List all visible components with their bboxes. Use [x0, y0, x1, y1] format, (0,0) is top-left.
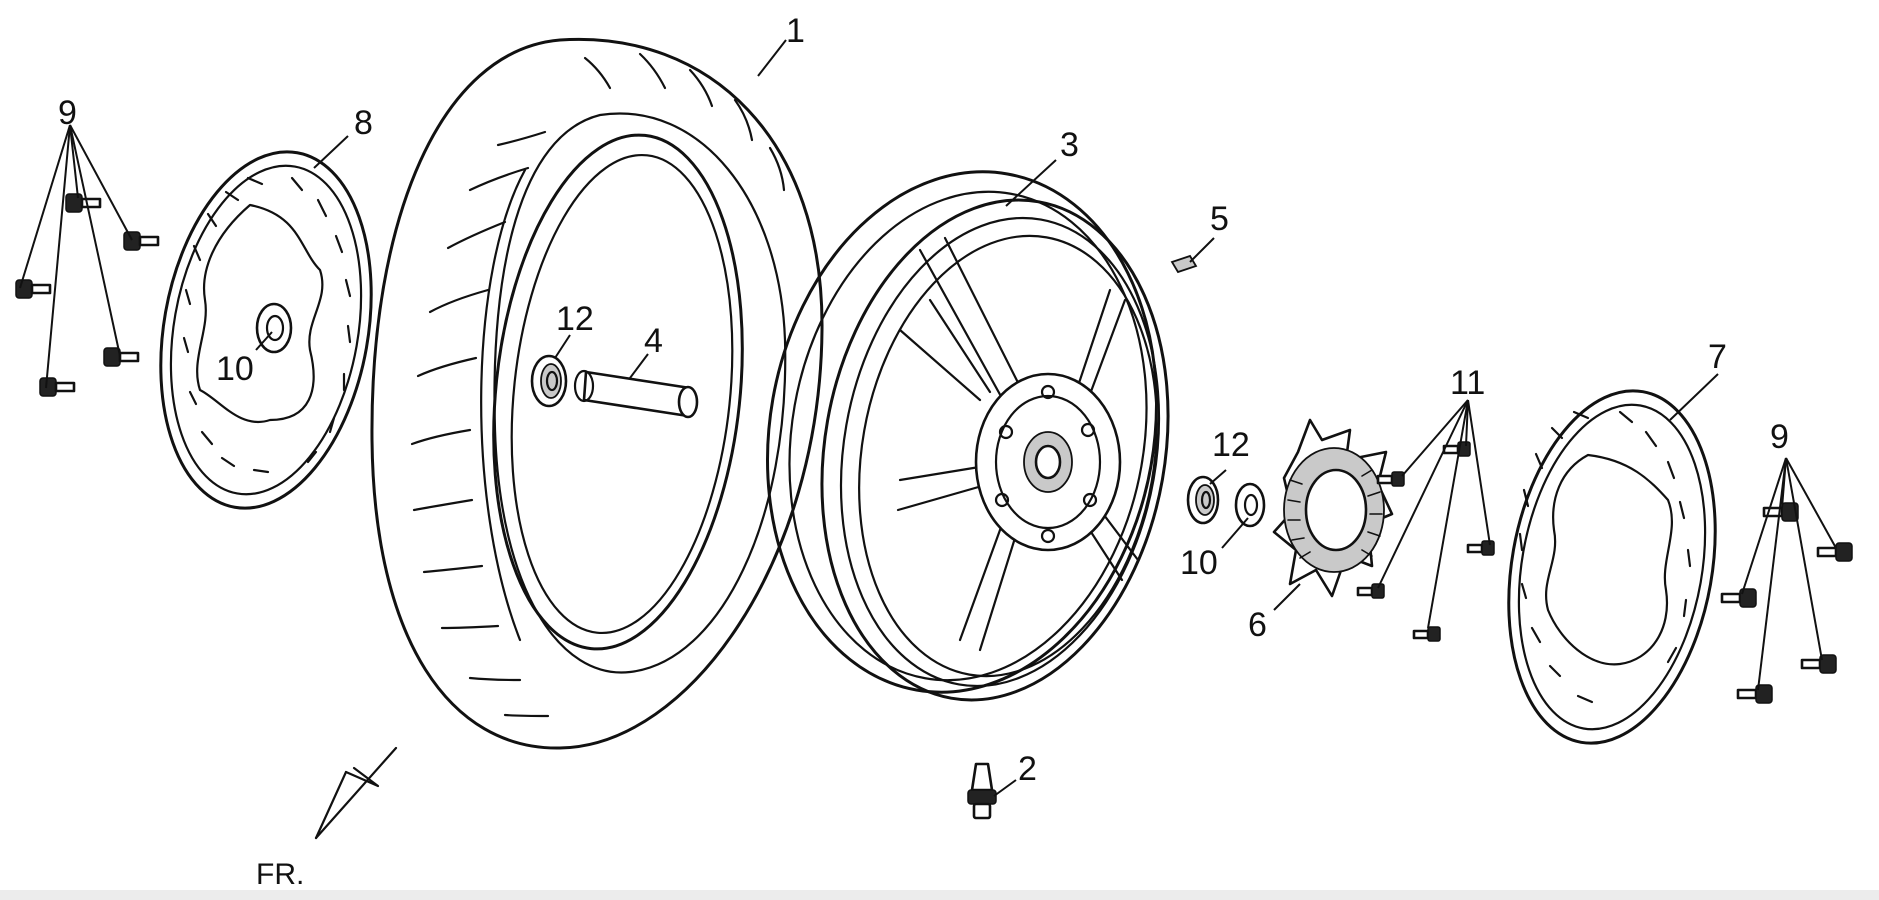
- rim: [766, 170, 1170, 702]
- bearing-right: [1186, 475, 1220, 525]
- leader-lines: [19, 39, 1837, 797]
- callout-6: 6: [1248, 606, 1267, 644]
- bolt: [1800, 654, 1837, 674]
- tire-valve: [967, 762, 997, 820]
- abs-sensor-ring: [1272, 418, 1394, 598]
- screw: [1466, 540, 1495, 556]
- washer-right: [1234, 482, 1266, 528]
- screw: [1376, 471, 1405, 487]
- balance-weight: [1170, 254, 1198, 274]
- bolt: [123, 231, 160, 251]
- bolt: [1720, 588, 1757, 608]
- tire: [370, 37, 824, 750]
- callout-3: 3: [1060, 126, 1079, 164]
- callout-12-left: 12: [556, 300, 594, 338]
- bolt: [15, 279, 52, 299]
- callout-4: 4: [644, 322, 663, 360]
- callout-2: 2: [1018, 750, 1037, 788]
- bolt: [1736, 684, 1773, 704]
- front-direction-label: FR.: [256, 858, 304, 891]
- callout-11: 11: [1450, 364, 1485, 402]
- callout-9-right: 9: [1770, 418, 1789, 456]
- bolt: [103, 347, 140, 367]
- callout-12-right: 12: [1212, 426, 1250, 464]
- bolt: [1816, 542, 1853, 562]
- bolt: [39, 377, 76, 397]
- callout-1: 1: [786, 12, 805, 50]
- brake-disc-right: [1507, 389, 1717, 745]
- callout-10-right: 10: [1180, 544, 1218, 582]
- bolt: [65, 193, 102, 213]
- screw: [1356, 583, 1385, 599]
- bearing-left: [530, 354, 568, 408]
- front-direction-arrow: [314, 746, 398, 840]
- axle-shaft: [573, 369, 699, 419]
- callout-8: 8: [354, 104, 373, 142]
- callout-5: 5: [1210, 200, 1229, 238]
- disc-bolts-left: [15, 193, 160, 397]
- callout-7: 7: [1708, 338, 1727, 376]
- disc-bolts-right: [1720, 502, 1853, 704]
- bottom-border-strip: [0, 890, 1879, 900]
- brake-disc-left: [159, 150, 373, 510]
- callout-labels: 1 3 5 8 9 10 12 4 12 10 6 11 7 9 2 FR.: [58, 12, 1789, 891]
- bolt: [1762, 502, 1799, 522]
- sensor-screws: [1356, 441, 1495, 642]
- callout-9-left: 9: [58, 94, 77, 132]
- screw: [1412, 626, 1441, 642]
- callout-10-left: 10: [216, 350, 254, 388]
